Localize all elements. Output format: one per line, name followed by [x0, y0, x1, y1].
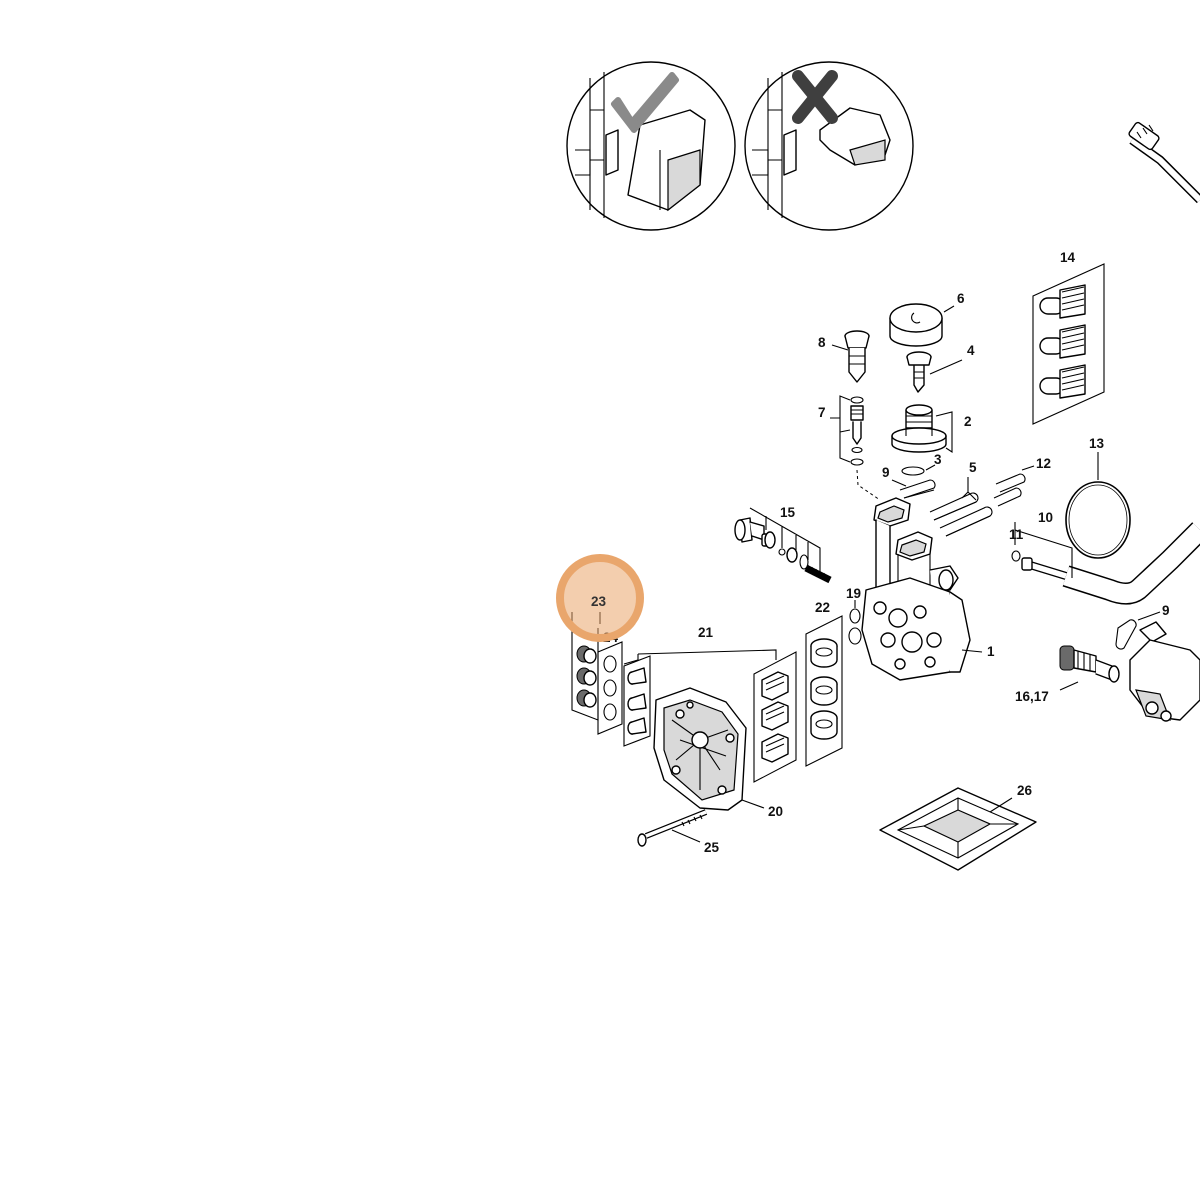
label-part-22: 22 [815, 600, 830, 615]
part-13-o-ring [1065, 452, 1131, 559]
part-25-bolt [637, 809, 708, 847]
part-1-pump-head [861, 497, 983, 681]
label-part-10: 10 [1038, 510, 1053, 525]
highlight-marker-part-23[interactable]: 23 [556, 554, 644, 642]
label-part-25: 25 [704, 840, 720, 855]
part-15-valve-assembly [734, 507, 832, 584]
label-part-11: 11 [1009, 527, 1024, 542]
label-part-1: 1 [987, 644, 995, 659]
label-part-14: 14 [1060, 250, 1076, 265]
cross-mark-icon [792, 70, 838, 124]
part-20-pump-housing [653, 687, 765, 811]
part-22-seal-set [805, 615, 843, 767]
part-14-spring-set [1032, 263, 1105, 425]
pressure-hose-top [1128, 121, 1200, 204]
part-26-gasket-kit [879, 787, 1037, 871]
label-part-15: 15 [780, 505, 796, 520]
label-part-13: 13 [1089, 436, 1105, 451]
part-12-clip [993, 465, 1035, 507]
label-part-8: 8 [818, 335, 826, 350]
label-part-2: 2 [964, 414, 972, 429]
part-6-cap [889, 303, 955, 347]
label-part-23: 23 [591, 594, 607, 609]
label-part-4: 4 [967, 343, 975, 358]
label-part-3: 3 [934, 452, 942, 467]
part-4-valve [906, 351, 963, 393]
label-part-19: 19 [846, 586, 861, 601]
label-part-9-top: 9 [882, 465, 890, 480]
small-valve-set [623, 655, 651, 747]
label-part-6: 6 [957, 291, 965, 306]
part-24-o-rings [597, 641, 623, 735]
part-8-7-valve-parts [830, 330, 881, 501]
callout-correct [566, 61, 736, 231]
part-19-seals [848, 600, 862, 645]
label-part-20: 20 [768, 804, 783, 819]
part-21-valve-set [623, 649, 797, 783]
callout-incorrect [744, 61, 914, 231]
label-part-9-right: 9 [1162, 603, 1170, 618]
check-mark-icon [611, 72, 679, 133]
label-part-26: 26 [1017, 783, 1033, 798]
part-16-17-valve [1059, 645, 1120, 691]
label-part-16-17: 16,17 [1015, 689, 1049, 704]
label-part-5: 5 [969, 460, 977, 475]
part-23-valve-set [571, 612, 601, 721]
label-part-21: 21 [698, 625, 714, 640]
part-9-bracket-assembly [1115, 611, 1200, 722]
part-9-clip [891, 479, 936, 499]
label-part-7: 7 [818, 405, 826, 420]
part-5-retainer-clips [929, 477, 993, 537]
label-part-12: 12 [1036, 456, 1051, 471]
part-10-11-tube [1011, 522, 1200, 605]
part-labels: 14 6 8 4 7 2 3 13 9 5 12 15 10 11 19 22 … [603, 250, 1170, 855]
part-2-fitting [891, 404, 953, 476]
